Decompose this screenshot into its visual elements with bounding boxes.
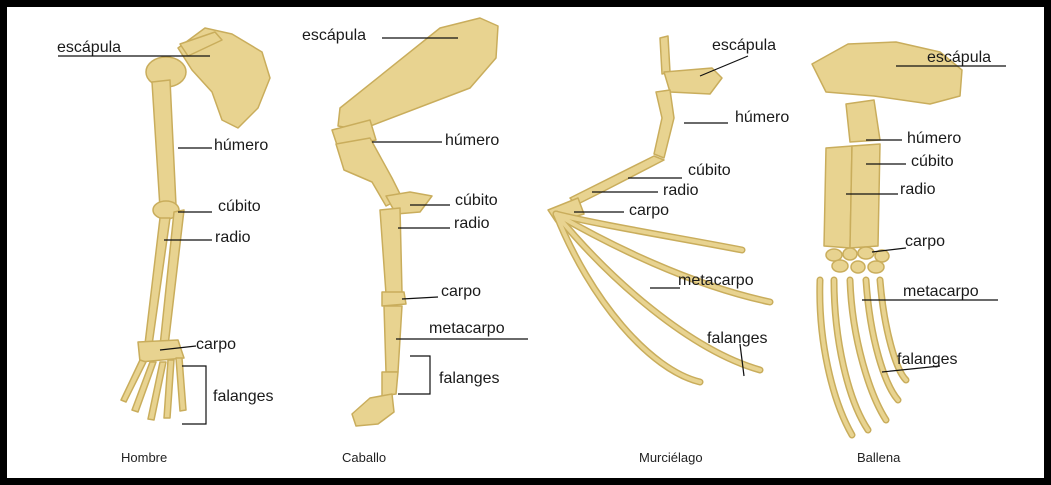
horse-label-falanges: falanges (439, 371, 500, 387)
bones-artwork (7, 7, 1044, 478)
horse-label-escapula: escápula (302, 28, 366, 44)
horse-label-metacarpo: metacarpo (429, 321, 505, 337)
human-label-radio: radio (215, 230, 251, 246)
human-label-falanges: falanges (213, 389, 274, 405)
bat-label-escapula: escápula (712, 38, 776, 54)
bat-label-carpo: carpo (629, 203, 669, 219)
whale-label-metacarpo: metacarpo (903, 284, 979, 300)
whale-label-radio: radio (900, 182, 936, 198)
whale-label-cubito: cúbito (911, 154, 954, 170)
horse-label-cubito: cúbito (455, 193, 498, 209)
horse-label-carpo: carpo (441, 284, 481, 300)
bat-label-humero: húmero (735, 110, 789, 126)
horse-label-humero: húmero (445, 133, 499, 149)
caption-hombre: Hombre (121, 451, 167, 464)
caption-caballo: Caballo (342, 451, 386, 464)
whale-label-humero: húmero (907, 131, 961, 147)
whale-label-carpo: carpo (905, 234, 945, 250)
bat-label-metacarpo: metacarpo (678, 273, 754, 289)
horse-label-radio: radio (454, 216, 490, 232)
human-arm-bones (121, 28, 270, 420)
human-label-escapula: escápula (57, 40, 121, 56)
bat-label-falanges: falanges (707, 331, 768, 347)
caption-ballena: Ballena (857, 451, 900, 464)
human-label-humero: húmero (214, 138, 268, 154)
caption-murcielago: Murciélago (639, 451, 703, 464)
bat-label-radio: radio (663, 183, 699, 199)
whale-label-falanges: falanges (897, 352, 958, 368)
human-label-cubito: cúbito (218, 199, 261, 215)
diagram-frame: escápula húmero cúbito radio carpo falan… (7, 7, 1044, 478)
human-label-carpo: carpo (196, 337, 236, 353)
bat-label-cubito: cúbito (688, 163, 731, 179)
whale-label-escapula: escápula (927, 50, 991, 66)
